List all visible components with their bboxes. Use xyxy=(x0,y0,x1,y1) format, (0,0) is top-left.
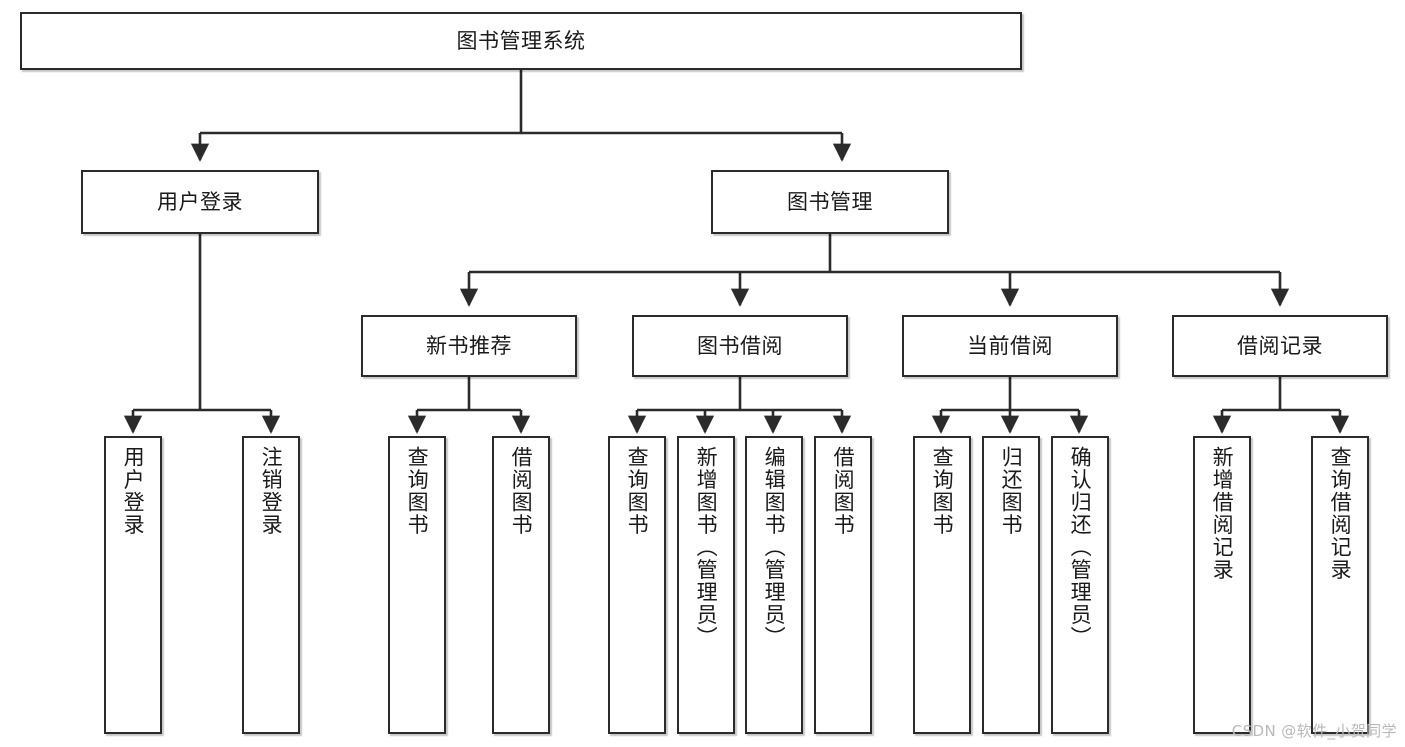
node-leaf-query-book-3[interactable]: 查询图书 xyxy=(913,436,971,734)
node-leaf-borrow-book-1-label: 借阅图书 xyxy=(509,446,534,536)
node-leaf-borrow-book-1[interactable]: 借阅图书 xyxy=(492,436,550,734)
node-borrow-record-label: 借阅记录 xyxy=(1237,333,1323,358)
node-leaf-user-login-label: 用户登录 xyxy=(121,446,146,536)
node-leaf-query-book-2-label: 查询图书 xyxy=(625,446,650,536)
node-new-book-recommend[interactable]: 新书推荐 xyxy=(361,315,577,377)
node-root-label: 图书管理系统 xyxy=(456,28,586,53)
node-book-borrow-label: 图书借阅 xyxy=(697,333,783,358)
node-current-borrow[interactable]: 当前借阅 xyxy=(902,315,1118,377)
node-book-management[interactable]: 图书管理 xyxy=(711,170,949,234)
node-root[interactable]: 图书管理系统 xyxy=(20,12,1022,70)
node-new-book-recommend-label: 新书推荐 xyxy=(426,333,512,358)
node-leaf-logout-login-label: 注销登录 xyxy=(259,446,284,536)
node-book-borrow[interactable]: 图书借阅 xyxy=(632,315,848,377)
node-leaf-add-book[interactable]: 新增图书（管理员） xyxy=(677,436,735,734)
node-leaf-add-record-label: 新增借阅记录 xyxy=(1210,446,1235,581)
node-leaf-borrow-book-2-label: 借阅图书 xyxy=(831,446,856,536)
node-leaf-query-book-2[interactable]: 查询图书 xyxy=(608,436,666,734)
node-leaf-query-book-1-label: 查询图书 xyxy=(405,446,430,536)
node-leaf-add-record[interactable]: 新增借阅记录 xyxy=(1193,436,1251,734)
node-leaf-query-record[interactable]: 查询借阅记录 xyxy=(1311,436,1369,734)
node-leaf-query-book-3-label: 查询图书 xyxy=(930,446,955,536)
node-leaf-query-record-label: 查询借阅记录 xyxy=(1328,446,1353,581)
node-leaf-edit-book-label: 编辑图书（管理员） xyxy=(762,446,787,649)
node-user-login-label: 用户登录 xyxy=(157,189,243,214)
node-leaf-confirm-return-label: 确认归还（管理员） xyxy=(1068,446,1093,649)
node-leaf-add-book-label: 新增图书（管理员） xyxy=(694,446,719,649)
node-leaf-borrow-book-2[interactable]: 借阅图书 xyxy=(814,436,872,734)
node-current-borrow-label: 当前借阅 xyxy=(967,333,1053,358)
node-leaf-return-book[interactable]: 归还图书 xyxy=(982,436,1040,734)
node-borrow-record[interactable]: 借阅记录 xyxy=(1172,315,1388,377)
node-leaf-logout-login[interactable]: 注销登录 xyxy=(242,436,300,734)
node-leaf-return-book-label: 归还图书 xyxy=(999,446,1024,536)
node-leaf-user-login[interactable]: 用户登录 xyxy=(104,436,162,734)
node-user-login[interactable]: 用户登录 xyxy=(81,170,319,234)
node-leaf-query-book-1[interactable]: 查询图书 xyxy=(388,436,446,734)
node-book-management-label: 图书管理 xyxy=(787,189,873,214)
node-leaf-edit-book[interactable]: 编辑图书（管理员） xyxy=(745,436,803,734)
node-leaf-confirm-return[interactable]: 确认归还（管理员） xyxy=(1051,436,1109,734)
